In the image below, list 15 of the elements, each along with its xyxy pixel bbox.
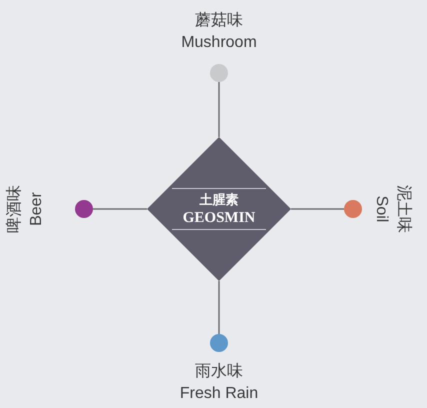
connector-line	[93, 208, 147, 210]
connector-line	[218, 281, 220, 334]
chinese-label: 雨水味	[195, 362, 243, 382]
chinese-label: 啤酒味	[4, 185, 24, 233]
english-label: Mushroom	[181, 33, 257, 53]
english-label: Beer	[27, 192, 46, 226]
chinese-label: 蘑菇味	[195, 10, 243, 31]
connector-line	[291, 208, 344, 210]
connector-line	[218, 82, 220, 137]
chinese-title: 土腥素	[200, 191, 238, 209]
english-title: GEOSMIN	[182, 209, 256, 227]
chinese-label: 泥土味	[394, 185, 414, 233]
english-label: Soil	[372, 196, 391, 222]
english-label: Fresh Rain	[180, 384, 258, 404]
diamond-node	[147, 137, 291, 281]
